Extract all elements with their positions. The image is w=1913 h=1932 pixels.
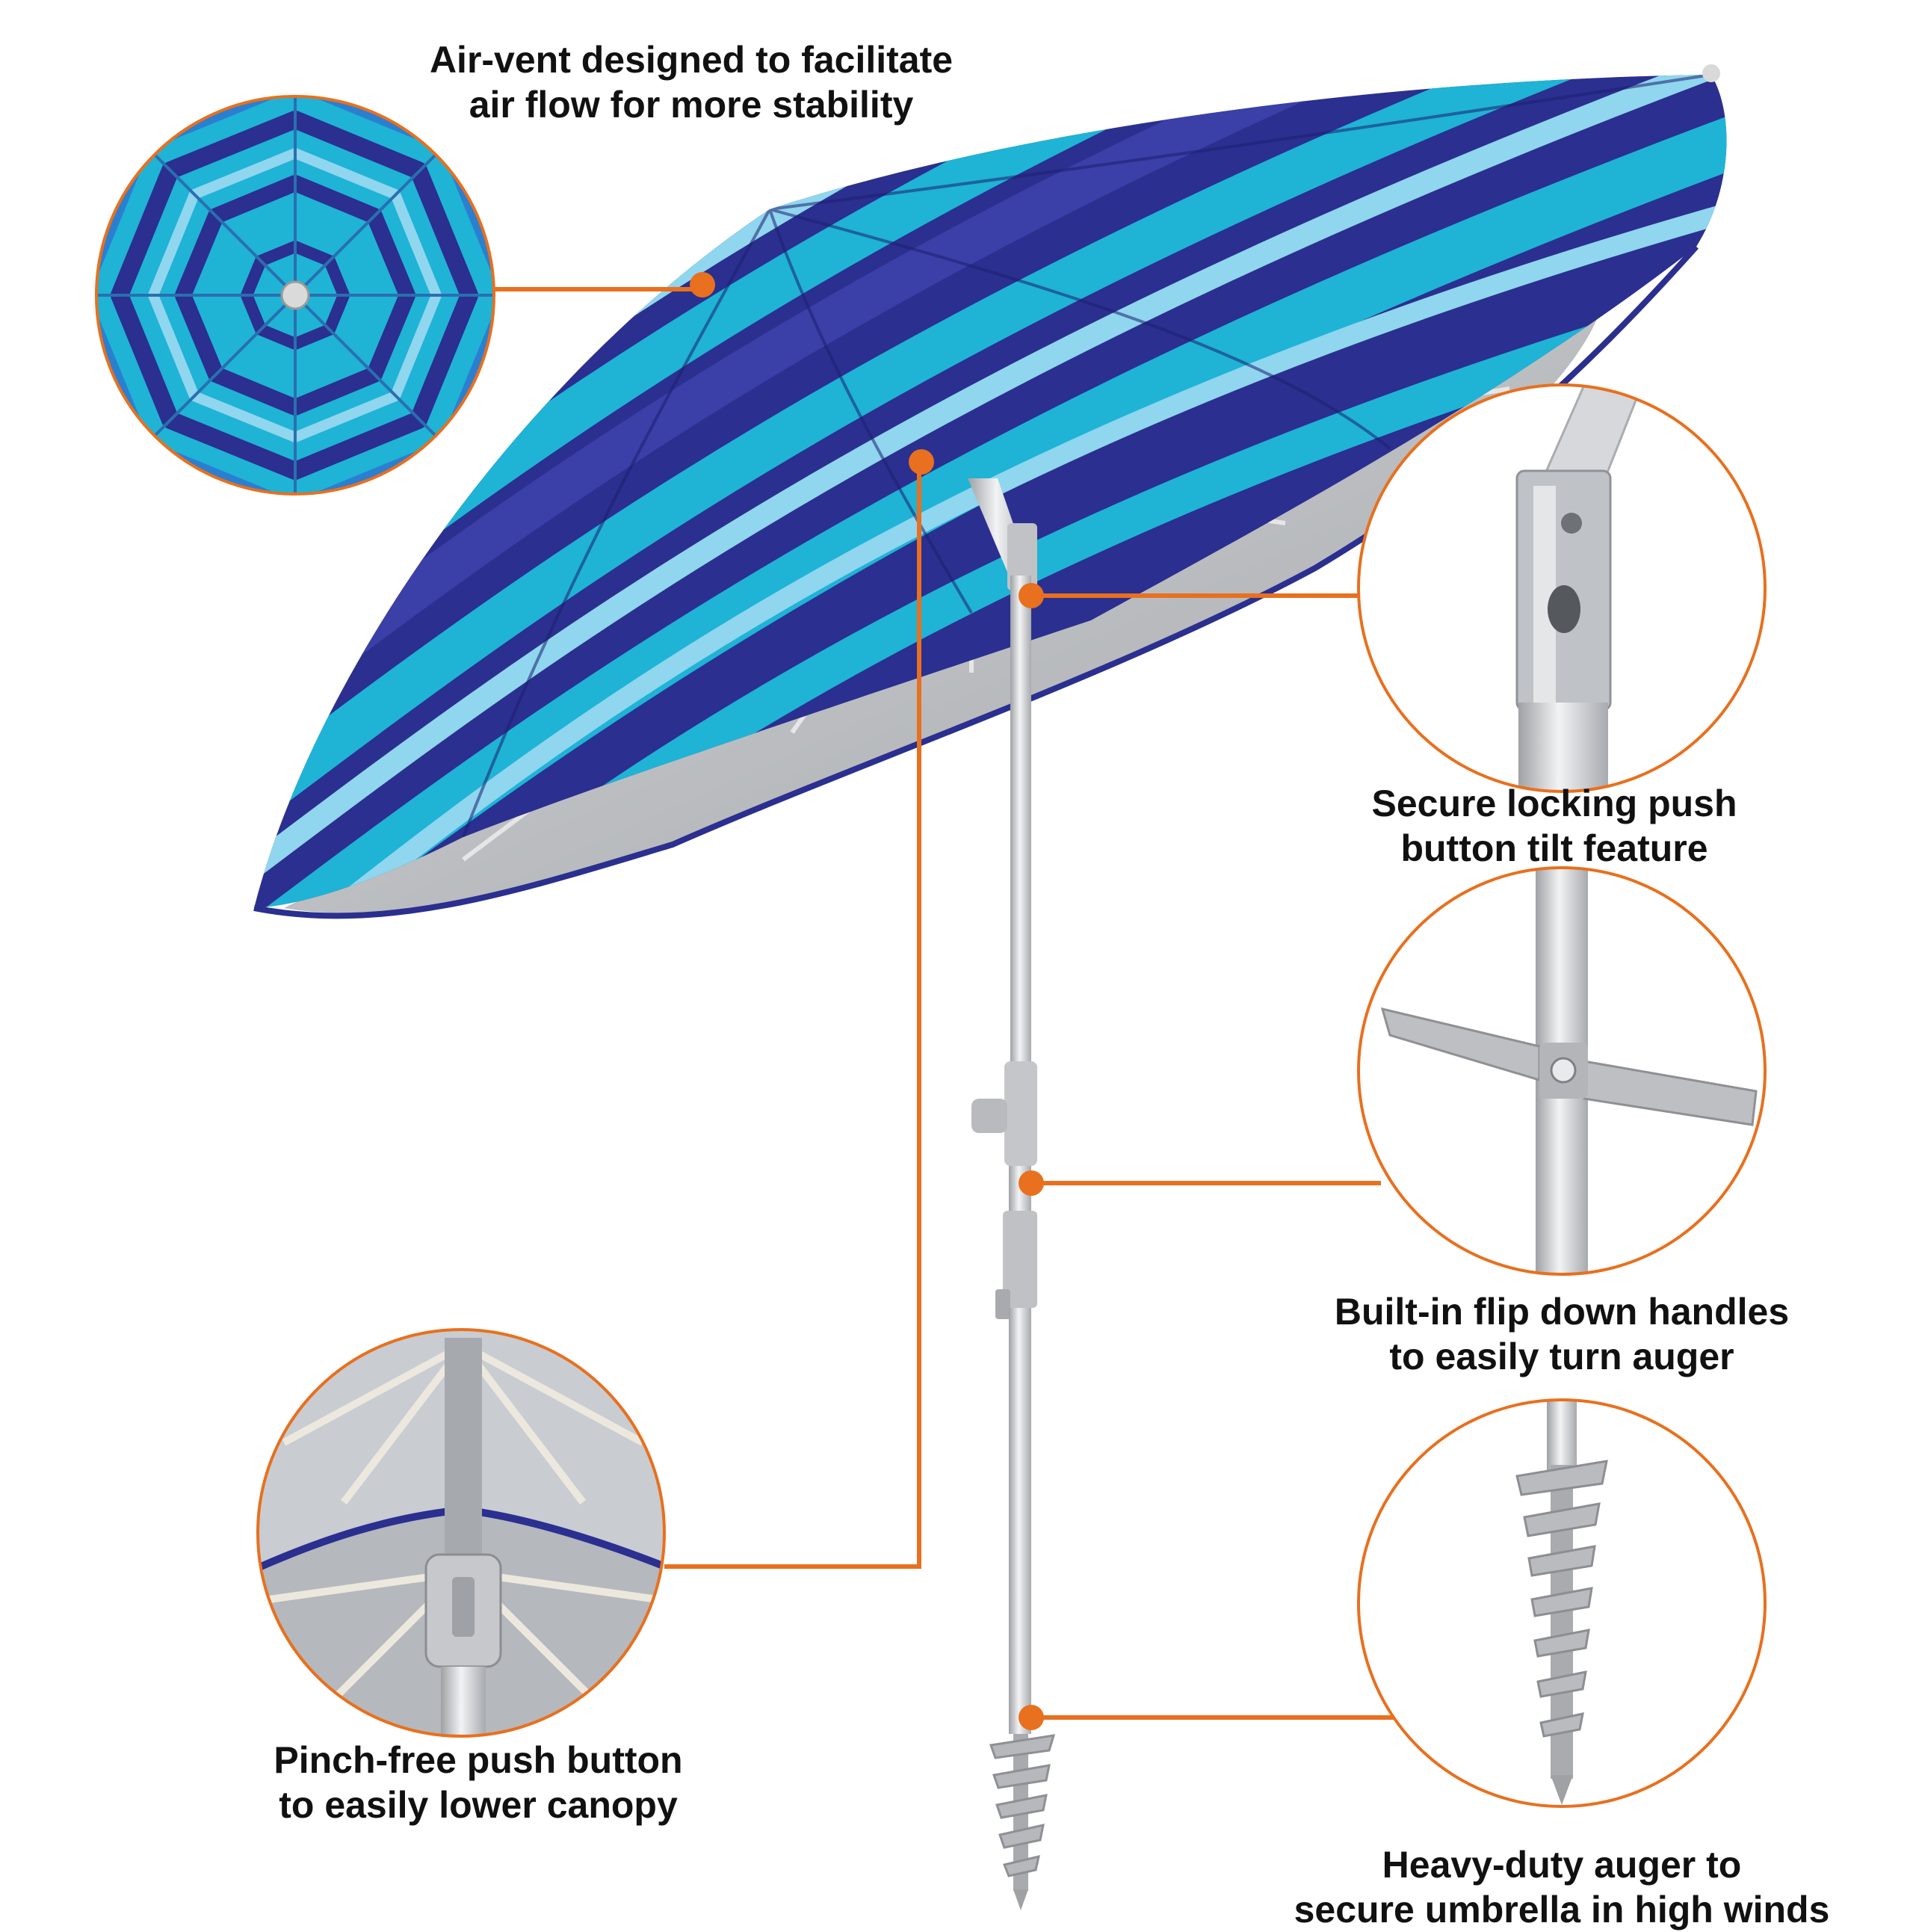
detail-circle-handles — [1357, 866, 1767, 1276]
detail-circle-tilt — [1357, 383, 1767, 793]
detail-circle-auger — [1357, 1398, 1767, 1808]
caption-handles-line2: to easily turn auger — [1389, 1336, 1734, 1377]
caption-pinch-line2: to easily lower canopy — [279, 1784, 678, 1826]
caption-tilt-line2: button tilt feature — [1400, 827, 1708, 869]
callout-dot-handles — [1019, 1170, 1044, 1196]
caption-handles-line1: Built-in flip down handles — [1334, 1291, 1790, 1333]
caption-auger-line1: Heavy-duty auger to — [1382, 1844, 1742, 1886]
flip-handles-icon — [1380, 868, 1758, 1274]
callout-line-pinch — [664, 467, 921, 1569]
callout-dot-airvent — [690, 272, 715, 297]
callout-dot-tilt — [1019, 583, 1044, 608]
detail-circle-airvent — [95, 95, 495, 496]
callout-dot-auger — [1019, 1705, 1044, 1730]
callout-dots — [690, 272, 1044, 1730]
caption-auger: Heavy-duty auger to secure umbrella in h… — [1226, 1842, 1898, 1932]
caption-pinch: Pinch-free push button to easily lower c… — [224, 1738, 732, 1827]
umbrella-pole — [968, 478, 1037, 1734]
caption-handles: Built-in flip down handles to easily tur… — [1285, 1289, 1838, 1379]
canopy-vent — [1702, 64, 1720, 82]
caption-auger-line2: secure umbrella in high winds — [1294, 1889, 1830, 1931]
caption-tilt: Secure locking push button tilt feature — [1315, 781, 1793, 871]
caption-tilt-line1: Secure locking push — [1371, 783, 1737, 824]
canopy-runner-icon — [258, 1330, 664, 1736]
caption-airvent-line1: Air-vent designed to facilitate — [429, 39, 954, 81]
auger-screw-icon — [1515, 1400, 1608, 1805]
canopy-top-view-icon — [96, 96, 494, 494]
caption-pinch-line1: Pinch-free push button — [273, 1739, 683, 1781]
detail-circle-pinch — [256, 1328, 666, 1738]
caption-airvent: Air-vent designed to facilitate air flow… — [344, 37, 1039, 127]
callout-lines — [494, 287, 1405, 1720]
callout-dot-pinch — [909, 449, 934, 475]
auger-tip — [989, 1734, 1056, 1910]
caption-airvent-line2: air flow for more stability — [469, 84, 914, 126]
